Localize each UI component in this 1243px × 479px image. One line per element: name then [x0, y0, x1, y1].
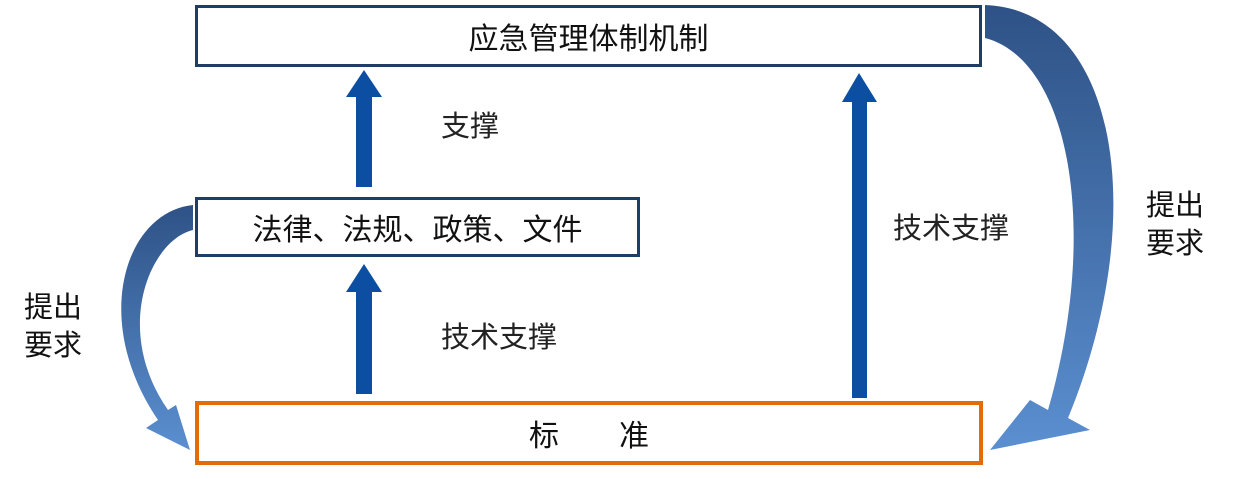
label-support: 支撑	[441, 109, 500, 143]
box-emergency-management-system: 应急管理体制机制	[195, 5, 982, 67]
label-request-left-line1: 提出	[24, 290, 83, 324]
label-request-right-line2: 要求	[1146, 226, 1205, 260]
label-request-left: 提出 要求	[24, 288, 104, 364]
box-laws-regulations-policies: 法律、法规、政策、文件	[195, 197, 640, 257]
label-request-right-line1: 提出	[1146, 188, 1205, 222]
curved-arrow-right	[985, 5, 1114, 450]
box-bottom-label: 标 准	[529, 419, 649, 454]
box-standards: 标 准	[195, 401, 983, 465]
curved-arrow-left	[121, 205, 193, 450]
label-tech-support-right: 技术支撑	[893, 211, 1010, 245]
box-middle-label: 法律、法规、政策、文件	[252, 213, 583, 248]
arrow-mid-to-top	[346, 70, 382, 187]
arrow-bottom-to-mid	[346, 264, 382, 394]
label-tech-support-lower: 技术支撑	[441, 320, 558, 354]
arrow-bottom-to-top	[842, 73, 877, 398]
label-request-left-line2: 要求	[24, 328, 83, 362]
label-request-right: 提出 要求	[1146, 186, 1226, 262]
box-top-label: 应急管理体制机制	[468, 22, 709, 57]
